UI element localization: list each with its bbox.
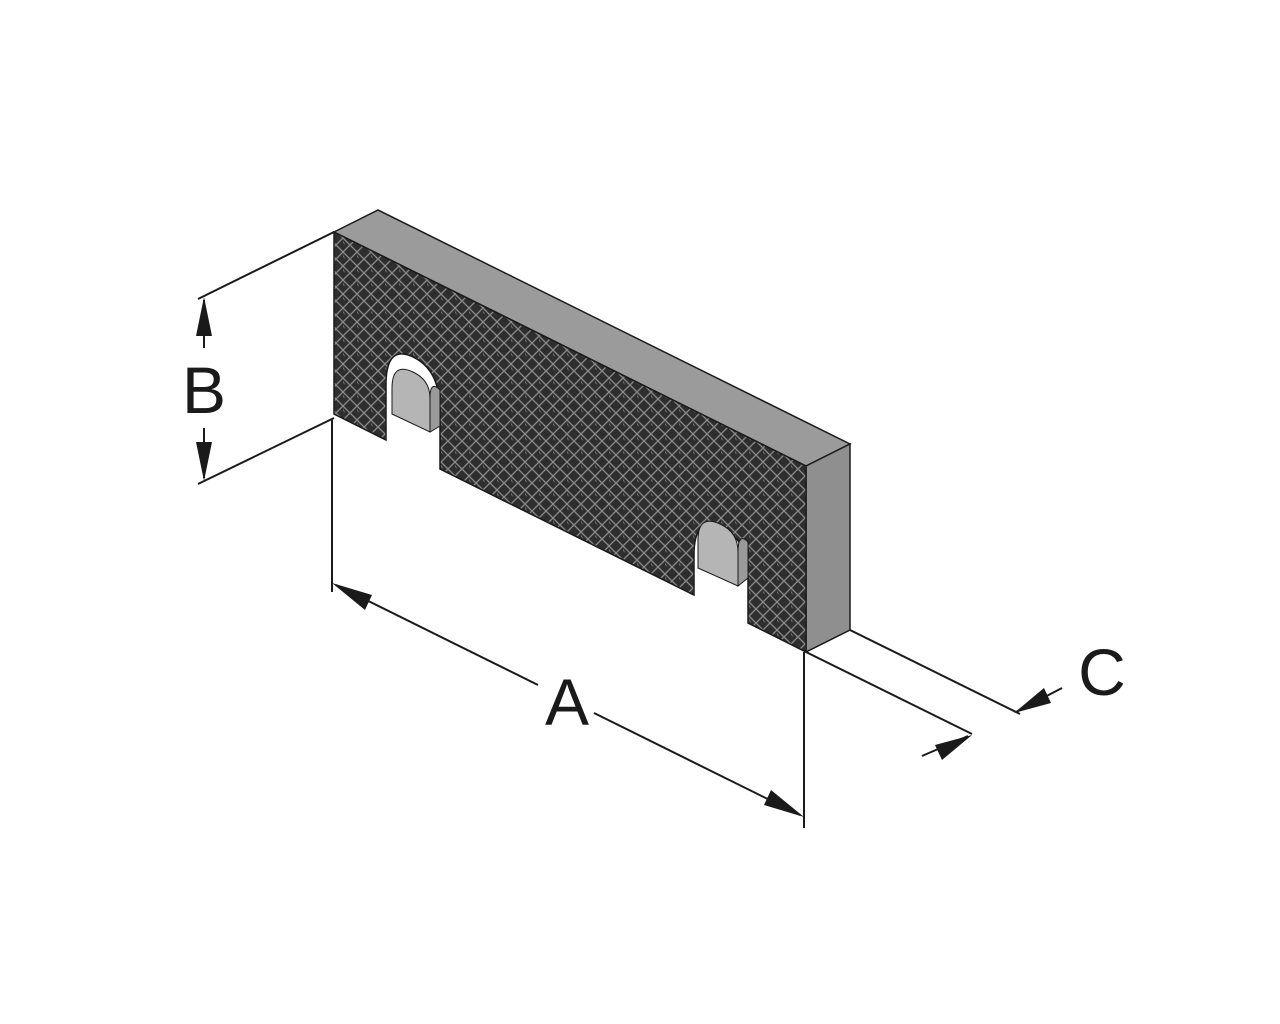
dimension-c-arrow-outer	[1014, 688, 1051, 713]
dimension-c-label: C	[1078, 635, 1126, 709]
dimension-c-arrow-inner	[935, 735, 972, 760]
dimension-b-arrow-down	[196, 442, 212, 481]
left-slot-recess	[391, 368, 431, 433]
dimension-c-extension-back	[849, 629, 1021, 715]
right-slot-wall	[737, 538, 749, 588]
dimension-a-arrow-right	[764, 790, 804, 817]
dimension-b-extension-top	[197, 231, 335, 300]
dimension-a	[331, 420, 805, 828]
left-slot-wall	[429, 385, 441, 433]
dimension-a-label: A	[545, 665, 589, 739]
dimension-a-line-left	[335, 584, 539, 686]
dimension-b-label: B	[182, 353, 226, 427]
jaw-knurled-front-face	[333, 230, 807, 654]
dimension-c	[805, 629, 1063, 757]
dimension-a-arrow-left	[332, 583, 372, 610]
dimension-a-line-right	[593, 712, 801, 816]
dimension-b-extension-bottom	[197, 417, 335, 485]
jaw-side-face	[805, 442, 851, 654]
dimension-c-extension-front	[805, 651, 973, 735]
dimension-b-arrow-up	[196, 297, 212, 336]
